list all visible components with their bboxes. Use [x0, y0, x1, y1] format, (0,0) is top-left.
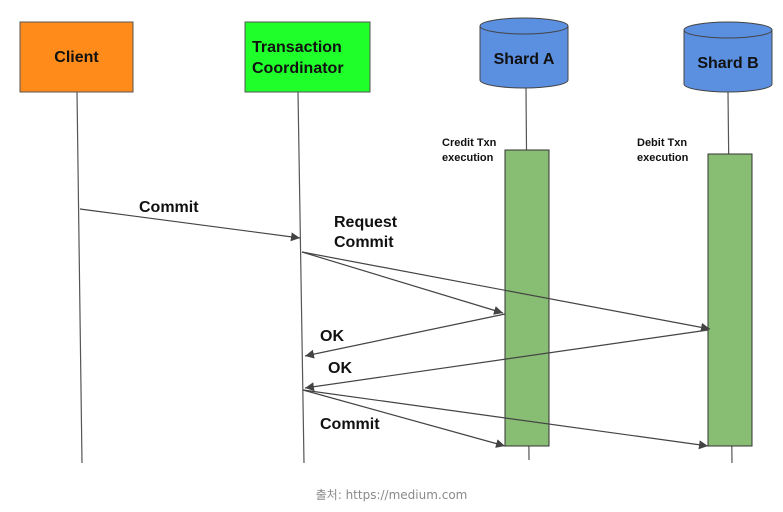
shard-a-note-line2: execution	[442, 152, 494, 164]
commit-to-shard-b-arrow	[302, 389, 709, 450]
shard-b-note-line2: execution	[637, 152, 689, 164]
shard-b-activation-bar	[707, 153, 753, 447]
shard-b-database-icon: Shard B	[683, 21, 773, 93]
ok-label-shard-a: OK	[320, 328, 344, 345]
request-commit-to-shard-a-arrow	[301, 251, 504, 315]
commit-message-label: Commit	[139, 199, 199, 216]
request-commit-to-shard-b-arrow	[301, 251, 711, 332]
client-lifeline	[76, 91, 83, 464]
coordinator-label-line2: Coordinator	[252, 60, 344, 77]
shard-a-database-icon: Shard A	[479, 17, 569, 89]
ok-shard-b-to-coordinator-arrow	[304, 329, 709, 392]
commit-to-shard-a-arrow	[302, 389, 506, 448]
coordinator-label-line1: Transaction	[252, 39, 342, 56]
coordinator-actor: Transaction Coordinator	[244, 21, 371, 93]
source-caption: 출처: https://medium.com	[315, 488, 468, 502]
coordinator-lifeline	[297, 91, 305, 464]
request-commit-label-line2: Commit	[334, 234, 394, 251]
shard-a-activation-bar	[504, 149, 550, 447]
shard-b-note-line1: Debit Txn	[637, 137, 687, 149]
sequence-diagram: Client Transaction Coordinator Shard A S…	[19, 17, 773, 464]
request-commit-label-line1: Request	[334, 214, 398, 231]
ok-shard-a-to-coordinator-arrow	[304, 313, 506, 359]
client-actor: Client	[19, 21, 134, 93]
client-label: Client	[54, 49, 99, 66]
shard-a-label: Shard A	[494, 51, 555, 68]
final-commit-label: Commit	[320, 416, 380, 433]
commit-client-to-coordinator-arrow	[79, 208, 301, 242]
shard-b-label: Shard B	[697, 55, 758, 72]
shard-a-note-line1: Credit Txn	[442, 137, 497, 149]
ok-label-shard-b: OK	[328, 360, 352, 377]
